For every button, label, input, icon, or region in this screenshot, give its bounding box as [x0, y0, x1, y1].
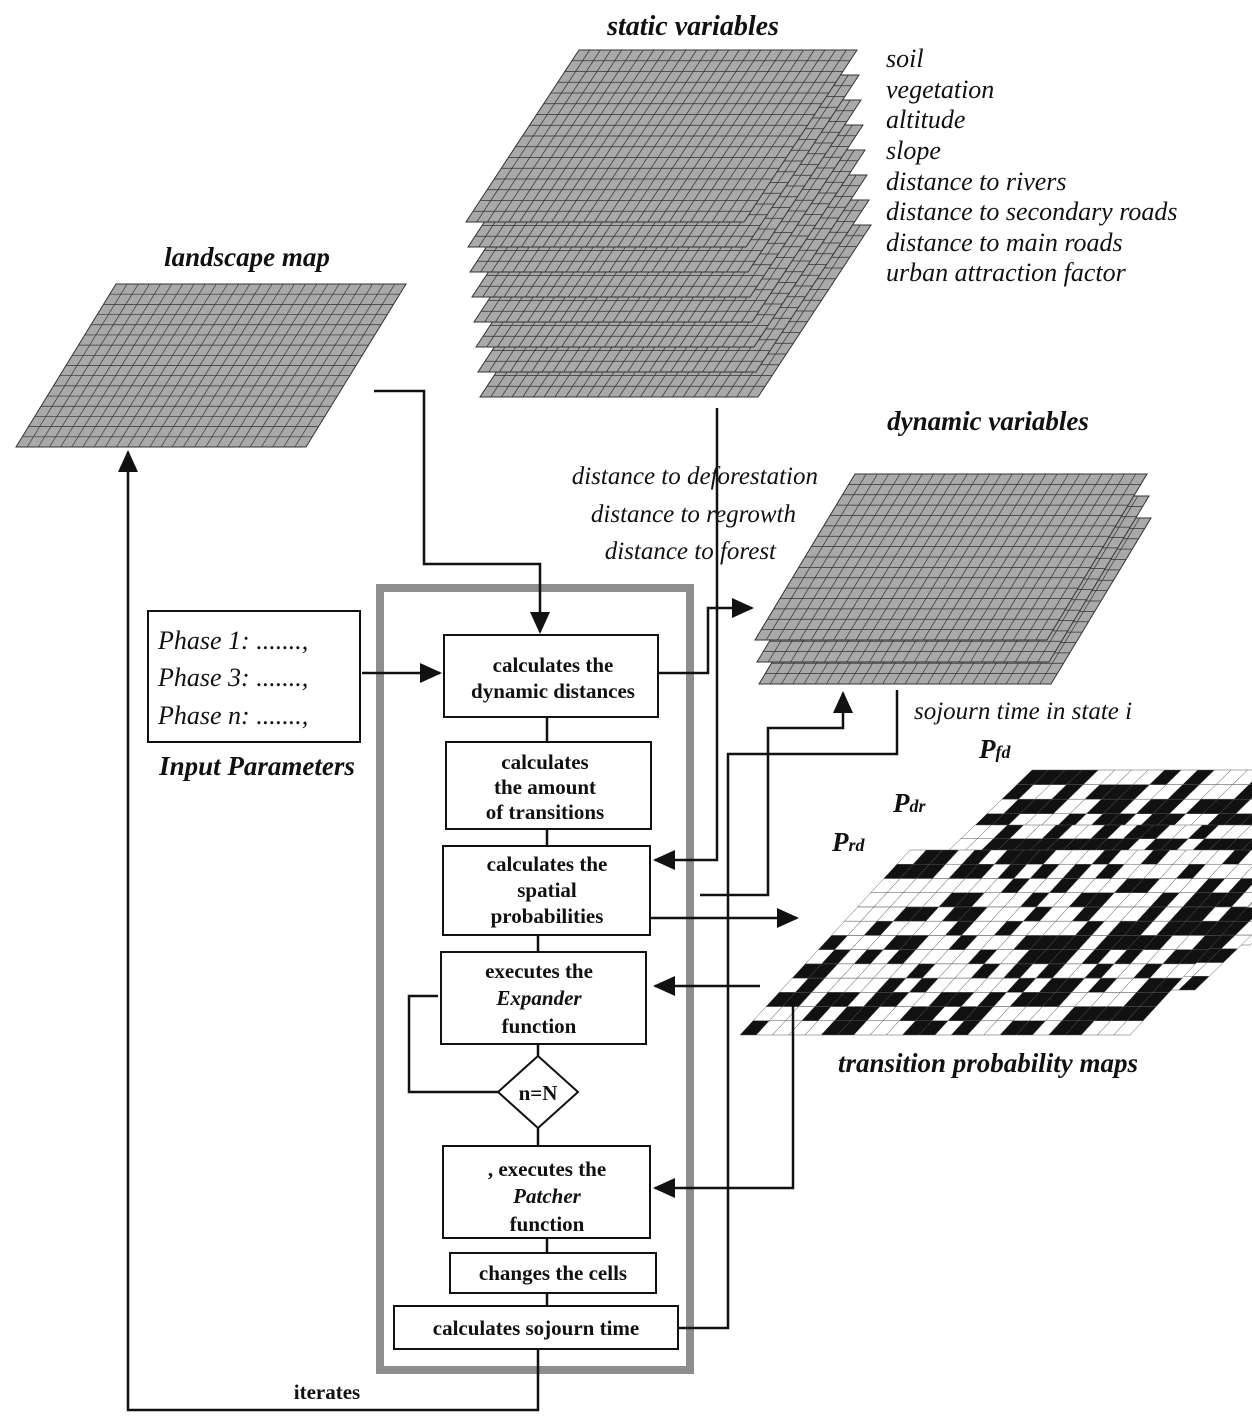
static-layer [465, 49, 858, 223]
transition-probability-map-stack [739, 769, 1252, 1036]
model-process-frame [376, 584, 694, 1374]
static-variable-item: soil [886, 44, 924, 73]
connector-probabilities-to-dynamic [700, 691, 853, 897]
static-variables-map-stack [465, 49, 872, 398]
svg-text:spatial: spatial [517, 878, 577, 902]
svg-text:function: function [510, 1212, 585, 1236]
svg-text:Expander: Expander [495, 986, 582, 1010]
landscape-layer [15, 283, 407, 448]
step-dynamic-distances: calculates the dynamic distances [443, 634, 659, 718]
connector-expander-loop [407, 994, 500, 1094]
dynamic-variable-item: distance to regrowth [591, 501, 796, 528]
svg-text:function: function [502, 1014, 577, 1038]
pfd-label: Pfd [978, 734, 1011, 764]
dynamic-variable-item: distance to deforestation [572, 463, 818, 490]
step-spatial-probabilities: calculates the spatial probabilities [442, 845, 651, 936]
step-expander-function: executes the Expander function [440, 951, 647, 1045]
landscape-map-grid [15, 283, 407, 448]
input-parameters-box [147, 610, 361, 743]
input-phase-3: Phase 3: ......., [157, 663, 308, 692]
probability-layer-prd [739, 849, 1252, 1036]
svg-text:n=N: n=N [519, 1081, 558, 1105]
connectors [118, 389, 899, 1412]
connector-static-to-probabilities [653, 408, 719, 870]
sojourn-time-label: sojourn time in state i [914, 698, 1132, 725]
dynamic-layer [754, 473, 1148, 641]
input-phase-n: Phase n: ......., [157, 701, 308, 730]
connector-landscape-to-distances [374, 389, 550, 634]
svg-text:calculates sojourn time: calculates sojourn time [433, 1316, 639, 1340]
svg-text:probabilities: probabilities [491, 904, 604, 928]
step-patcher-function: , executes the Patcher function [442, 1145, 651, 1239]
svg-text:executes the: executes the [485, 959, 593, 983]
dynamic-variables-map-stack [754, 473, 1152, 685]
static-variable-item: vegetation [886, 75, 994, 104]
dynamic-variables-title: dynamic variables [887, 406, 1089, 436]
static-variables-title: static variables [606, 11, 779, 42]
static-variable-list: soil vegetation altitude slope distance … [886, 44, 1178, 287]
step-amount-of-transitions: calculates the amount of transitions [445, 741, 652, 830]
static-variable-item: distance to main roads [886, 228, 1123, 257]
svg-text:Patcher: Patcher [512, 1184, 581, 1208]
svg-text:calculates: calculates [501, 750, 588, 774]
step-calculates-sojourn-time: calculates sojourn time [393, 1305, 679, 1350]
transition-probability-maps-title: transition probability maps [838, 1048, 1138, 1078]
static-variable-item: urban attraction factor [886, 258, 1127, 287]
connector-distances-to-dynamic [658, 598, 754, 675]
svg-text:calculates the: calculates the [493, 653, 614, 677]
svg-text:calculates the: calculates the [487, 852, 608, 876]
svg-text:the amount: the amount [494, 775, 596, 799]
static-variable-item: distance to rivers [886, 167, 1067, 196]
svg-text:dynamic distances: dynamic distances [471, 679, 635, 703]
prd-label: Prd [831, 827, 866, 857]
step-changes-the-cells: changes the cells [449, 1252, 657, 1294]
connector-maps-to-patcher [653, 1005, 795, 1198]
landscape-map-title: landscape map [164, 242, 330, 272]
input-parameters-title: Input Parameters [158, 751, 355, 781]
svg-text:, executes the: , executes the [488, 1157, 606, 1181]
iterates-label: iterates [294, 1380, 360, 1404]
dynamic-variable-item: distance to forest [605, 538, 777, 565]
static-variable-item: slope [886, 136, 941, 165]
dynamic-variable-list: distance to deforestation distance to re… [572, 463, 818, 565]
svg-text:changes the cells: changes the cells [479, 1261, 627, 1285]
pdr-label: Pdr [892, 788, 927, 818]
connector-iterates-loop [118, 450, 540, 1412]
static-variable-item: distance to secondary roads [886, 197, 1178, 226]
connector-sojourn-loop [678, 690, 899, 1330]
static-variable-item: altitude [886, 105, 965, 134]
svg-text:of transitions: of transitions [486, 800, 604, 824]
input-phase-1: Phase 1: ......., [157, 626, 308, 655]
decision-n-equals-n: n=N [496, 1054, 580, 1130]
